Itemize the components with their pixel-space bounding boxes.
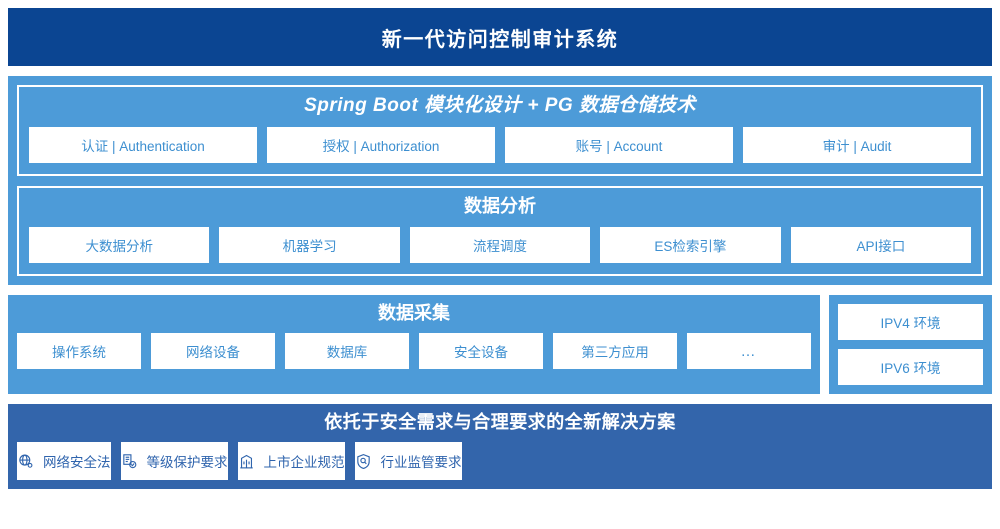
solution-card-cybersecurity-law[interactable]: 网络安全法 (17, 442, 111, 481)
card-label: 机器学习 (282, 238, 337, 254)
solutions-panel: 依托于安全需求与合理要求的全新解决方案 网络安全法 (8, 403, 992, 490)
card-label: 网络安全法 (43, 455, 111, 471)
card-label: 操作系统 (52, 345, 106, 361)
solutions-card-row: 网络安全法 等级保护要求 (17, 442, 983, 481)
analysis-card-machine-learning[interactable]: 机器学习 (219, 226, 400, 263)
solutions-title: 依托于安全需求与合理要求的全新解决方案 (324, 411, 676, 432)
card-label: ES检索引擎 (654, 238, 727, 254)
collection-card-row: 操作系统 网络设备 数据库 安全设备 第三方应用 … (17, 333, 811, 370)
analysis-group: 数据分析 大数据分析 机器学习 流程调度 ES检索引擎 API接口 (17, 185, 983, 276)
card-label: IPV4 环境 (880, 315, 941, 331)
analysis-card-es-search-engine[interactable]: ES检索引擎 (600, 226, 781, 263)
header-bar: 新一代访问控制审计系统 (8, 8, 992, 66)
globe-network-icon (17, 453, 34, 470)
shield-search-icon (355, 453, 372, 470)
environment-card-ipv6[interactable]: IPV6 环境 (838, 348, 983, 385)
card-label: 审计 | Audit (822, 138, 892, 154)
solution-card-listed-company-standard[interactable]: 上市企业规范 (237, 442, 345, 481)
platform-group-title: Spring Boot 模块化设计 + PG 数据仓储技术 (304, 95, 696, 116)
environment-card-ipv4[interactable]: IPV4 环境 (838, 303, 983, 340)
collection-card-more[interactable]: … (687, 333, 811, 370)
platform-card-row: 认证 | Authentication 授权 | Authorization 账… (29, 126, 971, 163)
collection-card-network-device[interactable]: 网络设备 (151, 333, 275, 370)
collection-card-security-device[interactable]: 安全设备 (419, 333, 543, 370)
collection-row: 数据采集 操作系统 网络设备 数据库 安全设备 第三方应用 … (8, 294, 992, 394)
card-label: 上市企业规范 (263, 455, 345, 471)
card-label: 流程调度 (473, 238, 528, 254)
card-label: 网络设备 (186, 345, 240, 361)
card-label: 授权 | Authorization (322, 138, 440, 154)
platform-group: Spring Boot 模块化设计 + PG 数据仓储技术 认证 | Authe… (17, 85, 983, 176)
analysis-card-row: 大数据分析 机器学习 流程调度 ES检索引擎 API接口 (29, 226, 972, 263)
collection-card-operating-system[interactable]: 操作系统 (17, 333, 141, 370)
card-label: 安全设备 (454, 345, 508, 361)
platform-card-account[interactable]: 账号 | Account (505, 126, 733, 163)
card-label: 第三方应用 (581, 345, 649, 361)
collection-panel: 数据采集 操作系统 网络设备 数据库 安全设备 第三方应用 … (8, 294, 820, 394)
card-label: 数据库 (326, 345, 368, 361)
environment-panel: IPV4 环境 IPV6 环境 (829, 294, 992, 394)
card-label: IPV6 环境 (880, 360, 941, 376)
card-label: … (740, 342, 758, 360)
collection-card-third-party-app[interactable]: 第三方应用 (553, 333, 677, 370)
card-label: 等级保护要求 (146, 455, 228, 471)
platform-card-authorization[interactable]: 授权 | Authorization (267, 126, 495, 163)
solution-card-industry-regulation[interactable]: 行业监管要求 (354, 442, 462, 481)
analysis-card-process-scheduling[interactable]: 流程调度 (409, 226, 591, 263)
analysis-group-title: 数据分析 (464, 195, 536, 216)
collection-title: 数据采集 (378, 302, 450, 323)
platform-card-authentication[interactable]: 认证 | Authentication (29, 126, 257, 163)
card-label: 行业监管要求 (380, 455, 462, 471)
card-label: 账号 | Account (575, 138, 663, 154)
platform-card-audit[interactable]: 审计 | Audit (743, 126, 971, 163)
card-label: API接口 (856, 238, 906, 254)
card-label: 认证 | Authentication (81, 138, 205, 154)
analysis-card-big-data[interactable]: 大数据分析 (29, 226, 210, 263)
platform-analysis-panel: Spring Boot 模块化设计 + PG 数据仓储技术 认证 | Authe… (8, 76, 992, 285)
page-title: 新一代访问控制审计系统 (381, 28, 619, 51)
card-label: 大数据分析 (85, 238, 153, 254)
solution-card-graded-protection[interactable]: 等级保护要求 (120, 442, 228, 481)
collection-card-database[interactable]: 数据库 (285, 333, 409, 370)
document-check-icon (121, 453, 138, 470)
bank-building-icon (238, 453, 255, 470)
analysis-card-api-interface[interactable]: API接口 (790, 226, 972, 263)
